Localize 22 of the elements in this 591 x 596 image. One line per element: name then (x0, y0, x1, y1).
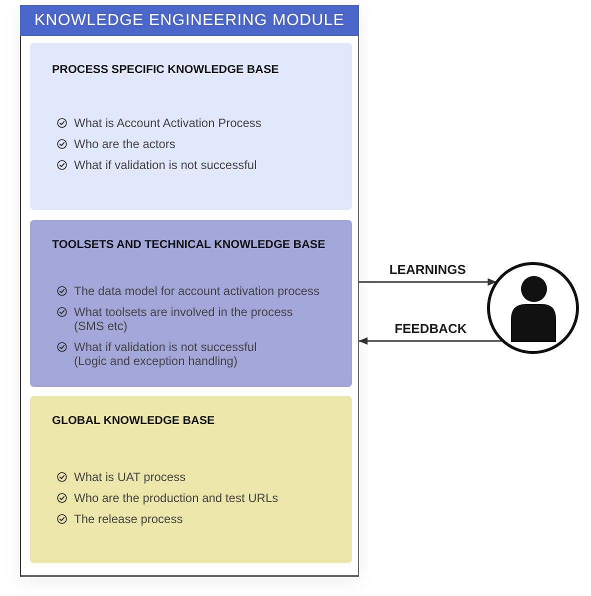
knowledge-section-panel (30, 396, 352, 563)
module-header: KNOWLEDGE ENGINEERING MODULE (20, 5, 359, 36)
list-item-text: The data model for account activation process (74, 284, 320, 298)
module-panel (20, 5, 359, 577)
list-item-text: What is Account Activation Process (74, 116, 262, 130)
person-icon (487, 262, 579, 354)
list-item-text: What if validation is not successful (74, 158, 257, 172)
section-heading: PROCESS SPECIFIC KNOWLEDGE BASE (52, 63, 279, 77)
list-item-text: What toolsets are involved in the process (SMS etc) (74, 305, 294, 333)
edge-label: FEEDBACK (392, 321, 469, 336)
list-item-text: What if validation is not successful (Logic and exception handling) (74, 340, 258, 368)
knowledge-section-panel (30, 220, 352, 387)
list-item-text: Who are the actors (74, 137, 176, 151)
list-item-text: The release process (74, 512, 183, 526)
knowledge-section-panel (30, 43, 352, 210)
list-item-text: Who are the production and test URLs (74, 491, 278, 505)
list-item-text: What is UAT process (74, 470, 186, 484)
arrow (358, 337, 502, 345)
section-heading: GLOBAL KNOWLEDGE BASE (52, 414, 215, 428)
arrow (359, 278, 497, 286)
edge-label: LEARNINGS (387, 262, 468, 277)
section-heading: TOOLSETS AND TECHNICAL KNOWLEDGE BASE (52, 238, 326, 252)
